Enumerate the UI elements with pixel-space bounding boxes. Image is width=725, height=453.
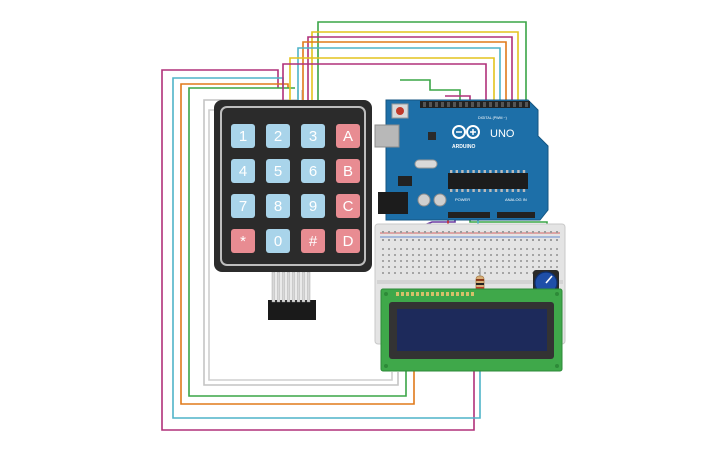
keypad-key-label: C — [343, 198, 354, 215]
wire-top-orange — [302, 41, 507, 104]
keypad-key-6[interactable]: 6 — [301, 159, 325, 183]
keypad-key-label: 6 — [309, 163, 317, 180]
keypad-key-5[interactable]: 5 — [266, 159, 290, 183]
keypad-key-label: 4 — [239, 163, 247, 180]
keypad-key-C[interactable]: C — [336, 194, 360, 218]
wire-top-magenta-2 — [282, 63, 487, 104]
keypad-key-label: 0 — [274, 233, 282, 250]
keypad-key-label: 8 — [274, 198, 282, 215]
wire-green-left — [188, 87, 407, 397]
keypad-key-0[interactable]: 0 — [266, 229, 290, 253]
wire-top-magenta — [307, 36, 513, 104]
wire-orange — [180, 83, 415, 405]
keypad-key-label: 2 — [274, 128, 282, 145]
keypad-key-label: 7 — [239, 198, 247, 215]
keypad-key-hash[interactable]: # — [301, 229, 325, 253]
keypad-key-1[interactable]: 1 — [231, 124, 255, 148]
power-jack[interactable] — [378, 192, 408, 214]
keypad-key-star[interactable]: * — [231, 229, 255, 253]
wire-top-yellow-2 — [289, 57, 495, 104]
keypad-key-label: D — [343, 233, 354, 250]
lcd-screen — [397, 309, 547, 351]
wire-top-green-2 — [400, 79, 461, 104]
keypad-key-label: A — [343, 128, 353, 145]
keypad-4x4: 1 2 3 A 4 5 6 B 7 8 9 C * 0 # D — [214, 100, 372, 320]
keypad-key-label: 3 — [309, 128, 317, 145]
keypad-key-8[interactable]: 8 — [266, 194, 290, 218]
analog-label: ANALOG IN — [505, 197, 527, 202]
arduino-model-label: UNO — [490, 128, 515, 140]
keypad-key-label: * — [240, 233, 246, 250]
digital-header-pins — [423, 102, 528, 107]
keypad-key-A[interactable]: A — [336, 124, 360, 148]
lcd-header-pins — [396, 292, 474, 296]
keypad-key-label: 5 — [274, 163, 282, 180]
keypad-ribbon-cable — [271, 271, 311, 303]
wire-top-green — [317, 21, 527, 104]
reset-button[interactable] — [396, 107, 404, 115]
keypad-key-D[interactable]: D — [336, 229, 360, 253]
potentiometer-knob-indicator — [545, 275, 553, 284]
keypad-key-3[interactable]: 3 — [301, 124, 325, 148]
wire-top-cyan — [297, 47, 501, 104]
usb-port[interactable] — [374, 124, 400, 148]
arduino-logo-icon — [452, 125, 480, 139]
keypad-key-label: 9 — [309, 198, 317, 215]
microcontroller-chip — [448, 173, 528, 189]
wire-magenta — [161, 69, 475, 431]
arduino-brand-label: ARDUINO — [452, 144, 475, 150]
keypad-key-label: B — [343, 163, 353, 180]
keypad-key-B[interactable]: B — [336, 159, 360, 183]
keypad-key-7[interactable]: 7 — [231, 194, 255, 218]
keypad-key-label: # — [309, 233, 318, 250]
keypad-key-2[interactable]: 2 — [266, 124, 290, 148]
lcd-module — [380, 288, 563, 372]
arduino-uno-board: UNO ARDUINO DIGITAL (PWM ~) POWER ANALOG… — [374, 99, 549, 221]
digital-header-label: DIGITAL (PWM ~) — [478, 116, 507, 120]
keypad-key-label: 1 — [239, 128, 247, 145]
wire-top-yellow — [311, 31, 519, 104]
keypad-key-4[interactable]: 4 — [231, 159, 255, 183]
keypad-key-9[interactable]: 9 — [301, 194, 325, 218]
keypad-keys: 1 2 3 A 4 5 6 B 7 8 9 C * 0 # D — [231, 124, 360, 253]
power-label: POWER — [455, 197, 470, 202]
